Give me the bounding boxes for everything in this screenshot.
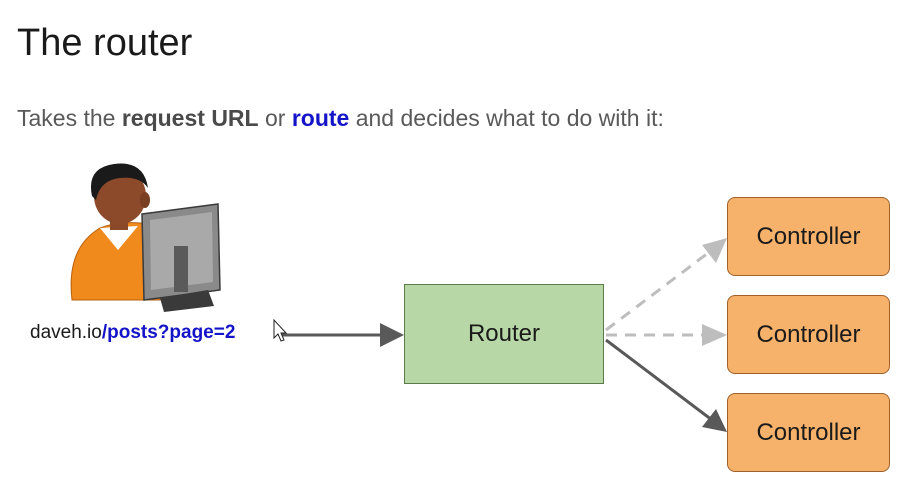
request-url: daveh.io/posts?page=2 <box>30 322 235 344</box>
controller-box-3: Controller <box>727 393 890 472</box>
router-box: Router <box>404 284 604 384</box>
controller-box-1: Controller <box>727 197 890 276</box>
subtitle-suffix: and decides what to do with it: <box>349 105 664 131</box>
arrowhead-controller-2 <box>702 324 727 346</box>
controller-label-3: Controller <box>756 418 861 446</box>
subtitle-middle: or <box>258 105 292 131</box>
slide-subtitle: Takes the request URL or route and decid… <box>17 105 664 132</box>
slide-title: The router <box>17 22 193 64</box>
arrowhead-url-to-router <box>380 323 404 347</box>
arrowhead-controller-3 <box>702 409 727 432</box>
url-host: daveh.io <box>30 322 102 343</box>
url-path: /posts?page=2 <box>101 322 236 343</box>
arrow-router-to-controller-1 <box>605 248 713 332</box>
subtitle-prefix: Takes the <box>17 105 122 131</box>
controller-label-1: Controller <box>756 222 861 250</box>
router-label: Router <box>467 320 541 347</box>
controller-box-2: Controller <box>727 295 890 374</box>
arrowhead-controller-1 <box>702 238 727 263</box>
arrow-router-to-controller-3 <box>605 338 713 422</box>
subtitle-request-url: request URL <box>121 105 259 131</box>
subtitle-route: route <box>291 105 350 131</box>
mouse-cursor-icon <box>273 318 288 342</box>
controller-label-2: Controller <box>756 320 861 348</box>
